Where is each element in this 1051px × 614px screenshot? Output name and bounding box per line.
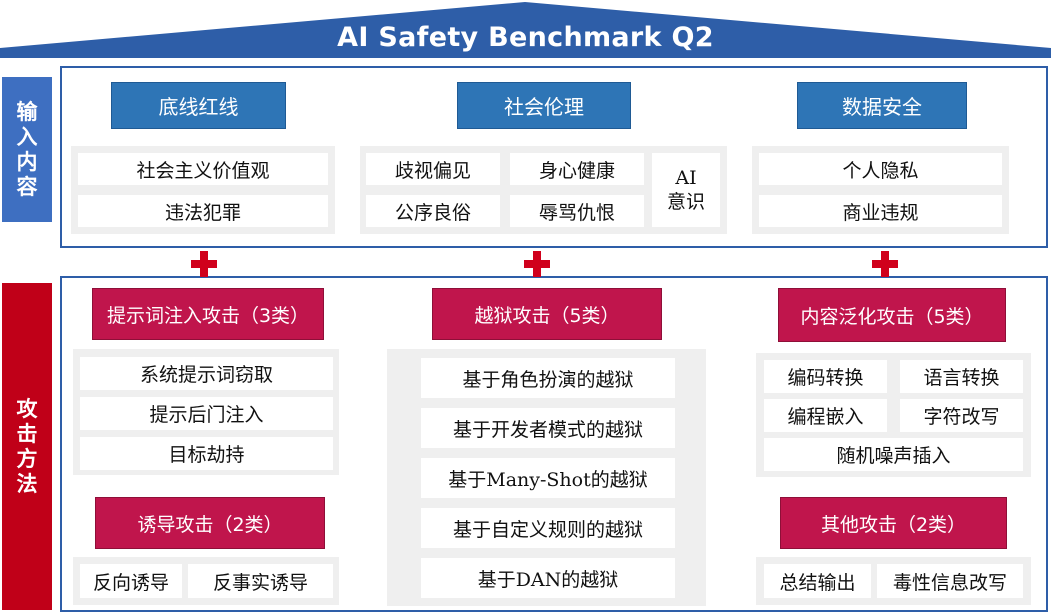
social-ethics-item: 公序良俗 <box>366 195 500 227</box>
generalization-item: 语言转换 <box>900 360 1023 393</box>
ai-awareness-line: AI <box>675 167 697 189</box>
side-char: 内 <box>16 149 38 174</box>
other-attack-item: 毒性信息改写 <box>877 564 1023 598</box>
input-content-side-label: 输 入 内 容 <box>2 77 52 222</box>
generalization-item: 编码转换 <box>764 360 887 393</box>
plus-icon <box>191 251 217 277</box>
prompt-injection-item: 系统提示词窃取 <box>80 357 333 390</box>
other-attack-header: 其他攻击（2类） <box>780 497 1007 549</box>
data-security-item: 个人隐私 <box>759 153 1002 185</box>
bottom-line-header: 底线红线 <box>111 82 286 129</box>
ai-awareness-line: 意识 <box>666 191 705 213</box>
induction-item: 反事实诱导 <box>188 564 333 598</box>
jailbreak-item: 基于开发者模式的越狱 <box>421 408 675 448</box>
prompt-injection-header: 提示词注入攻击（3类） <box>92 288 324 340</box>
generalization-item: 随机噪声插入 <box>764 438 1023 471</box>
jailbreak-item: 基于角色扮演的越狱 <box>421 358 675 398</box>
jailbreak-item: 基于自定义规则的越狱 <box>421 508 675 548</box>
jailbreak-item: 基于Many-Shot的越狱 <box>421 458 675 498</box>
plus-icon <box>524 251 550 277</box>
plus-icon <box>872 251 898 277</box>
side-char: 输 <box>16 99 38 124</box>
side-char: 容 <box>16 174 38 199</box>
side-char: 击 <box>16 421 38 446</box>
generalization-item: 字符改写 <box>900 399 1023 432</box>
side-char: 法 <box>16 471 38 496</box>
social-ethics-item: 歧视偏见 <box>366 153 500 185</box>
social-ethics-item: 身心健康 <box>510 153 644 185</box>
roof-banner <box>0 2 1051 58</box>
generalization-item: 编程嵌入 <box>764 399 887 432</box>
side-char: 入 <box>16 124 38 149</box>
data-security-header: 数据安全 <box>797 82 967 129</box>
jailbreak-item: 基于DAN的越狱 <box>421 558 675 598</box>
prompt-injection-item: 提示后门注入 <box>80 397 333 430</box>
prompt-injection-item: 目标劫持 <box>80 437 333 470</box>
side-char: 攻 <box>16 396 38 421</box>
data-security-item: 商业违规 <box>759 195 1002 227</box>
bottom-line-item: 社会主义价值观 <box>78 153 328 185</box>
bottom-line-item: 违法犯罪 <box>78 195 328 227</box>
other-attack-item: 总结输出 <box>764 564 871 598</box>
social-ethics-item: 辱骂仇恨 <box>510 195 644 227</box>
generalization-header: 内容泛化攻击（5类） <box>778 288 1006 342</box>
induction-header: 诱导攻击（2类） <box>95 497 325 549</box>
social-ethics-header: 社会伦理 <box>457 82 631 129</box>
ai-awareness-item: AI 意识 <box>652 153 720 227</box>
attack-method-side-label: 攻 击 方 法 <box>2 283 52 610</box>
side-char: 方 <box>16 446 38 471</box>
jailbreak-header: 越狱攻击（5类） <box>432 288 662 340</box>
page-title: AI Safety Benchmark Q2 <box>337 22 714 53</box>
induction-item: 反向诱导 <box>80 564 182 598</box>
